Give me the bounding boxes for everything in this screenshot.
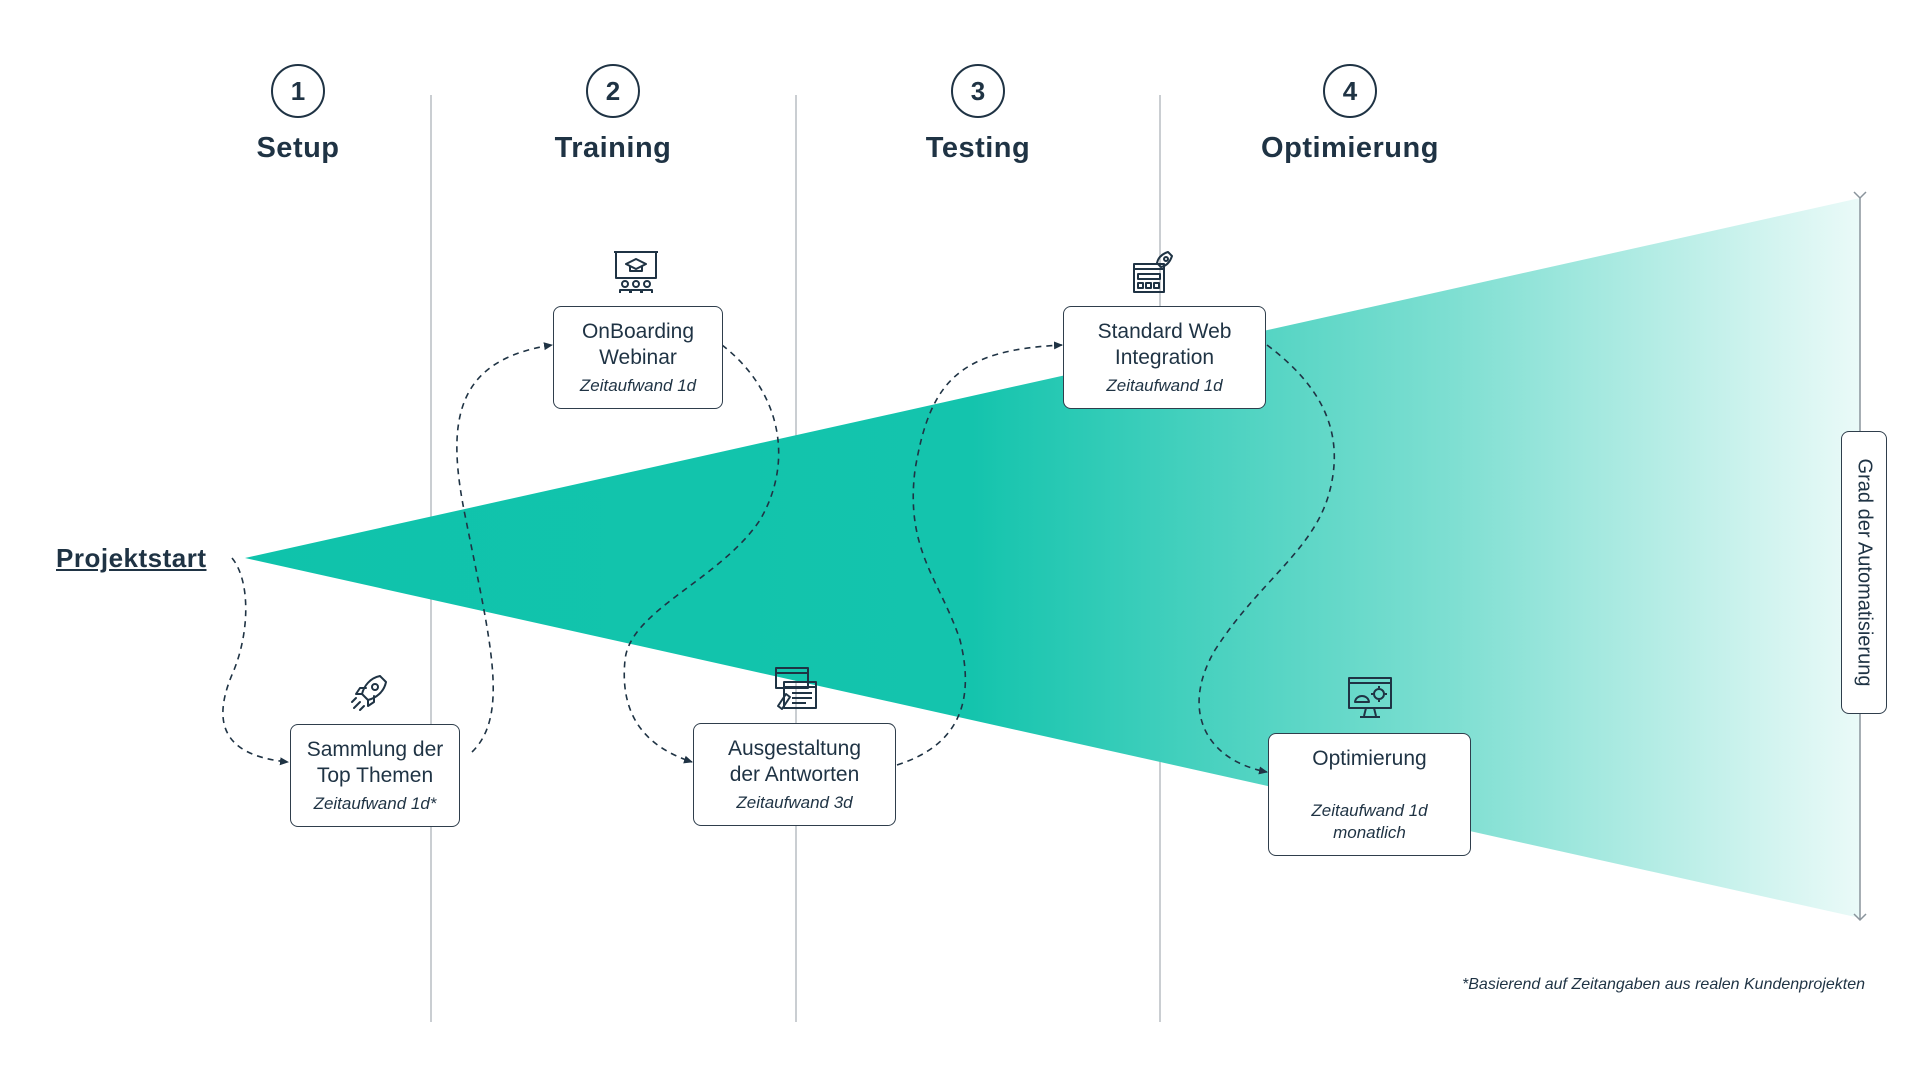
step-title-line-1: Sammlung der (306, 738, 444, 761)
rocket-icon (351, 675, 387, 711)
phase-title: Testing (925, 132, 1031, 164)
step-effort: Zeitaufwand 1d (1311, 801, 1428, 820)
connector-webintegration-to-optimierung (1198, 344, 1336, 775)
step-effort: Zeitaufwand 1d (1106, 376, 1223, 395)
step-title-line-2: Integration (1114, 346, 1215, 369)
step-title-line-2: der Antworten (729, 763, 860, 786)
phase-optimierung: 4 Optimierung (1230, 64, 1470, 165)
connector-topthemen-to-onboarding (456, 342, 553, 753)
phase-setup: 1 Setup (178, 64, 418, 165)
connector-onboarding-to-antworten (623, 344, 780, 764)
project-start-label: Projektstart (56, 543, 207, 573)
webinar-icon (614, 251, 658, 293)
footnote: *Basierend auf Zeitangaben aus realen Ku… (1462, 976, 1865, 993)
step-title-line-1: Standard Web (1097, 320, 1232, 343)
step-effort: Zeitaufwand 3d (736, 793, 853, 812)
step-title-line-1: Ausgestaltung (727, 737, 862, 760)
flow-connectors (222, 341, 1336, 775)
step-box-onboarding: OnBoarding Webinar Zeitaufwand 1d (553, 306, 723, 409)
phase-number-badge: 4 (1323, 64, 1377, 118)
web-launch-icon (1133, 251, 1173, 293)
phase-testing: 3 Testing (858, 64, 1098, 165)
automation-wedge (245, 198, 1860, 918)
connector-start-to-topthemen (222, 557, 289, 766)
phase-number-badge: 2 (586, 64, 640, 118)
phase-training: 2 Training (493, 64, 733, 165)
step-box-antworten: Ausgestaltung der Antworten Zeitaufwand … (693, 723, 896, 826)
phase-number-badge: 1 (271, 64, 325, 118)
step-effort-frequency: monatlich (1333, 823, 1406, 842)
automation-axis-text: Grad der Automatisierung (1853, 458, 1876, 687)
step-title-line-2: Top Themen (316, 764, 434, 787)
phase-title: Optimierung (1261, 132, 1439, 164)
step-title-line-1: Optimierung (1312, 747, 1427, 770)
editor-icon (775, 667, 817, 710)
step-box-top-themen: Sammlung der Top Themen Zeitaufwand 1d* (290, 724, 460, 827)
step-box-optimierung: Optimierung Zeitaufwand 1d monatlich (1268, 733, 1471, 856)
step-box-web-integration: Standard Web Integration Zeitaufwand 1d (1063, 306, 1266, 409)
phase-number-badge: 3 (951, 64, 1005, 118)
connector-antworten-to-webintegration (896, 341, 1063, 766)
phase-title: Training (554, 132, 672, 164)
automation-axis-label: Grad der Automatisierung (1841, 431, 1887, 714)
phase-title: Setup (256, 132, 340, 164)
monitor-settings-icon (1348, 677, 1392, 718)
step-effort: Zeitaufwand 1d (579, 376, 697, 395)
step-effort: Zeitaufwand 1d* (313, 794, 437, 813)
step-title-line-2: Webinar (599, 346, 677, 369)
step-title-line-1: OnBoarding (581, 320, 695, 343)
